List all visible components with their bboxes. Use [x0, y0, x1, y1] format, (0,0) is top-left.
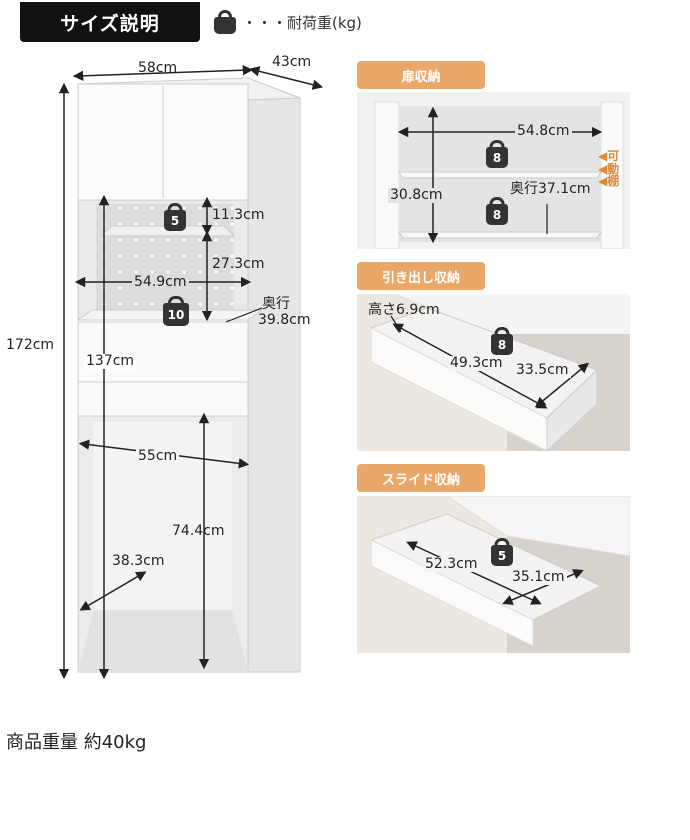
door-height-label: 30.8cm: [388, 187, 445, 204]
drawer-storage-tag: 引き出し収納: [357, 262, 485, 290]
lower-height-label: 137cm: [84, 353, 137, 370]
shelf-gap-label: 11.3cm: [212, 207, 265, 223]
slide-weight-icon: 5: [491, 538, 513, 566]
counter-depth-label: 39.8cm: [258, 312, 311, 328]
door-storage-tag: 扉収納: [357, 61, 485, 89]
door-storage-photo: [357, 92, 630, 249]
movable-arrow-icon: ◀: [598, 149, 608, 163]
movable-arrow-icon: ◀: [598, 174, 608, 189]
door-width-label: 54.8cm: [515, 123, 572, 140]
slide-storage-arrows: [406, 541, 584, 605]
drawer-width-label: 49.3cm: [448, 355, 505, 372]
drawer-weight-icon: 8: [491, 327, 513, 355]
slide-width-label: 52.3cm: [423, 556, 480, 573]
drawer-depth-label: 33.5cm: [514, 362, 571, 379]
total-height-label: 172cm: [6, 337, 55, 353]
legend-text: ・・・耐荷重(kg): [242, 13, 362, 32]
open-width-label: 54.9cm: [132, 274, 189, 291]
slide-storage-tag: スライド収納: [357, 464, 485, 492]
drawer-height-label: 高さ6.9cm: [368, 302, 440, 318]
shelf-weight-icon: 5: [164, 203, 186, 231]
door-storage-arrows: [397, 106, 603, 244]
base-depth-label: 38.3cm: [112, 553, 165, 569]
door-top-weight-icon: 8: [486, 140, 508, 168]
depth-label: 43cm: [272, 54, 312, 70]
product-weight: 商品重量 約40kg: [6, 732, 147, 753]
slide-depth-label: 35.1cm: [510, 569, 567, 586]
section-title: サイズ説明: [20, 2, 200, 42]
load-legend: ・・・耐荷重(kg): [214, 10, 362, 34]
weight-icon: [214, 10, 236, 34]
cabinet-diagram: [58, 64, 324, 680]
width-label: 58cm: [138, 60, 178, 76]
open-height-label: 27.3cm: [212, 256, 265, 272]
base-width-label: 55cm: [136, 448, 180, 465]
counter-depth-caption: 奥行: [262, 296, 290, 312]
base-height-label: 74.4cm: [172, 523, 225, 539]
door-bottom-weight-icon: 8: [486, 197, 508, 225]
door-depth-label: 奥行37.1cm: [510, 181, 591, 197]
counter-weight-icon: 10: [163, 296, 189, 326]
movable-shelf-note: ◀可 ◀動 ◀棚: [598, 149, 620, 189]
movable-arrow-icon: ◀: [598, 161, 608, 176]
